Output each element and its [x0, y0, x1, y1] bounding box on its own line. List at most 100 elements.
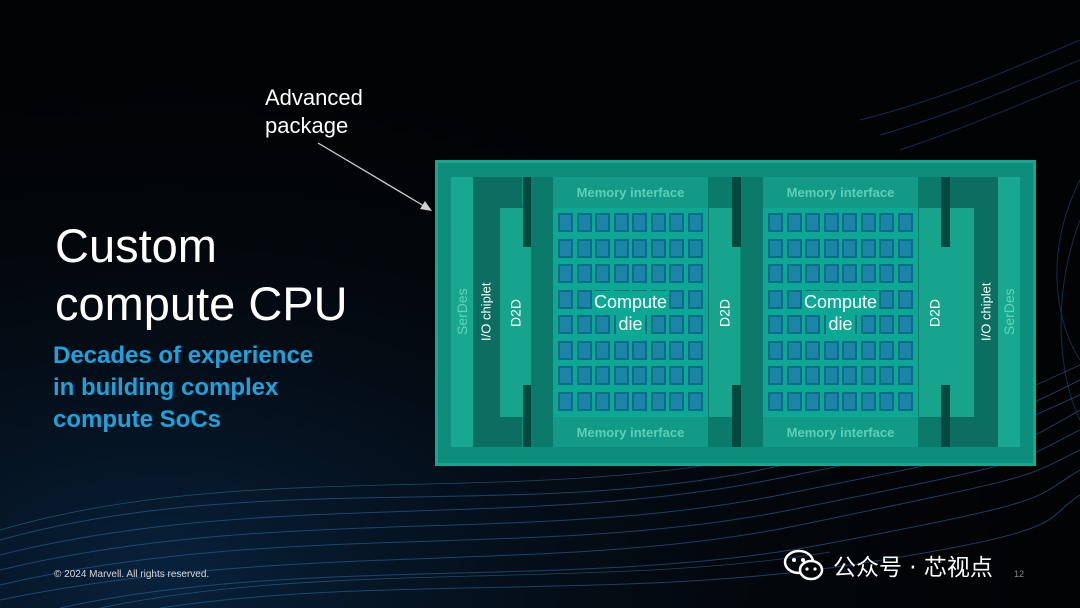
core-cell — [669, 366, 684, 385]
core-cell — [805, 238, 820, 258]
core-cell — [576, 289, 592, 309]
core-cell — [897, 340, 913, 360]
core-cell — [860, 366, 876, 385]
core-cell — [879, 391, 894, 411]
core-cell — [558, 366, 573, 385]
core-cell — [687, 238, 703, 258]
core-cell — [897, 289, 913, 309]
core-cell — [613, 391, 629, 411]
core-cell — [897, 366, 913, 385]
core-cell — [650, 366, 666, 385]
core-cell — [768, 238, 783, 258]
core-cell — [613, 340, 629, 360]
core-cell — [687, 289, 703, 309]
core-cell — [558, 213, 573, 232]
core-cell — [786, 264, 802, 283]
core-cell — [823, 238, 839, 258]
d2d-right-link-bottom — [941, 385, 950, 447]
watermark: 公众号 · 芯视点 — [783, 548, 993, 582]
io-chiplet-right-label: I/O chiplet — [978, 282, 994, 342]
memory-interface-bottom-left-label: Memory interface — [576, 424, 685, 440]
core-cell — [786, 340, 802, 360]
core-cell — [897, 238, 913, 258]
core-cell — [897, 213, 913, 232]
subtitle-line-2: in building complex — [53, 374, 279, 401]
core-cell — [576, 238, 592, 258]
core-cell — [595, 315, 610, 334]
core-cell — [669, 340, 684, 360]
core-cell — [687, 213, 703, 232]
core-cell — [805, 315, 820, 334]
core-cell — [786, 238, 802, 258]
core-cell — [650, 238, 666, 258]
core-cell — [879, 315, 894, 334]
io-chiplet-left-label: I/O chiplet — [478, 282, 494, 342]
core-cell — [786, 213, 802, 232]
serdes-left — [451, 177, 473, 447]
serdes-right — [998, 177, 1020, 447]
core-cell — [823, 264, 839, 283]
core-cell — [823, 340, 839, 360]
core-cell — [879, 366, 894, 385]
core-cell — [632, 366, 647, 385]
core-cell — [860, 340, 876, 360]
core-cell — [786, 289, 802, 309]
d2d-middle-link-bottom — [732, 385, 741, 447]
memory-interface-bottom-left — [553, 417, 708, 447]
core-cell — [823, 366, 839, 385]
core-cell — [558, 264, 573, 283]
title-line-2: compute CPU — [55, 277, 348, 330]
core-cell — [632, 264, 647, 283]
core-cell — [860, 315, 876, 334]
core-cell — [576, 213, 592, 232]
core-cell — [632, 340, 647, 360]
core-cell — [632, 238, 647, 258]
core-cell — [768, 264, 783, 283]
d2d-right-link-top — [941, 177, 950, 247]
core-cell — [669, 264, 684, 283]
core-cell — [595, 238, 610, 258]
core-cell — [613, 366, 629, 385]
core-cell — [687, 315, 703, 334]
core-cell — [897, 391, 913, 411]
core-cell — [768, 366, 783, 385]
core-cell — [879, 213, 894, 232]
core-cell — [805, 213, 820, 232]
compute-die-left-label: Compute die — [553, 288, 708, 338]
core-cell — [768, 289, 783, 309]
core-cell — [842, 238, 857, 258]
core-cell — [650, 391, 666, 411]
core-cell — [669, 289, 684, 309]
core-cell — [595, 366, 610, 385]
core-cell — [595, 340, 610, 360]
compute-die-right-label: Compute die — [763, 288, 918, 338]
core-cell — [650, 264, 666, 283]
memory-interface-top-left-label: Memory interface — [576, 185, 685, 200]
core-cell — [823, 391, 839, 411]
core-cell — [558, 289, 573, 309]
core-cell — [805, 366, 820, 385]
core-cell — [576, 315, 592, 334]
core-cell — [842, 391, 857, 411]
core-cell — [805, 391, 820, 411]
core-cell — [595, 264, 610, 283]
core-cell — [786, 315, 802, 334]
subtitle-line-1: Decades of experience — [53, 342, 314, 369]
core-cell — [576, 264, 592, 283]
core-cell — [768, 391, 783, 411]
memory-interface-top-right — [763, 177, 918, 208]
memory-interface-top-right-label: Memory interface — [786, 185, 895, 200]
core-cell — [687, 366, 703, 385]
compute-die-left-label-line-2: die — [616, 313, 645, 335]
core-cell — [576, 340, 592, 360]
core-cell — [650, 213, 666, 232]
core-cell — [842, 213, 857, 232]
compute-die-right-label-line-2: die — [826, 313, 855, 335]
d2d-left-link-bottom — [523, 385, 532, 447]
core-cell — [558, 238, 573, 258]
core-cell — [669, 315, 684, 334]
core-cell — [842, 340, 857, 360]
core-cell — [632, 391, 647, 411]
